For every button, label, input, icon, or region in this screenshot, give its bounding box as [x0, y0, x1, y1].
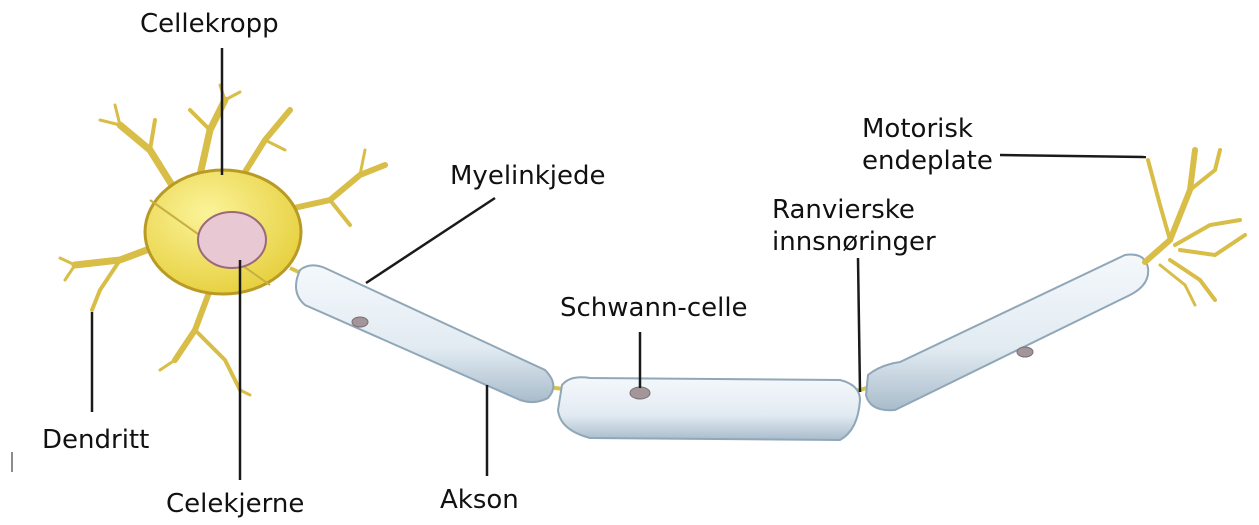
- motor-end-plate: [1145, 150, 1245, 305]
- label-celekjerne: Celekjerne: [166, 488, 304, 520]
- label-cellekropp: Cellekropp: [140, 8, 279, 40]
- myelin-segment-1: [296, 265, 553, 402]
- label-motorisk-line2: endeplate: [862, 145, 993, 177]
- label-schwann-celle: Schwann-celle: [560, 292, 748, 324]
- myelin-segment-2: [558, 377, 860, 440]
- leader-ranvierske: [858, 258, 860, 392]
- leader-myelinkjede: [366, 198, 495, 283]
- label-motorisk-line1: Motorisk: [862, 113, 993, 145]
- label-ranvierske-innsnoringer: Ranvierske innsnøringer: [772, 194, 936, 258]
- label-akson: Akson: [440, 484, 519, 516]
- nucleus: [198, 212, 266, 268]
- label-dendritt: Dendritt: [42, 424, 149, 456]
- myelin-segment-3: [866, 255, 1148, 411]
- label-ranvierske-line1: Ranvierske: [772, 194, 936, 226]
- leader-motorisk: [1000, 155, 1146, 157]
- label-motorisk-endeplate: Motorisk endeplate: [862, 113, 993, 177]
- schwann-nucleus: [630, 387, 650, 399]
- label-ranvierske-line2: innsnøringer: [772, 226, 936, 258]
- schwann-nucleus: [352, 317, 368, 327]
- schwann-nucleus: [1017, 347, 1033, 357]
- label-myelinkjede: Myelinkjede: [450, 160, 606, 192]
